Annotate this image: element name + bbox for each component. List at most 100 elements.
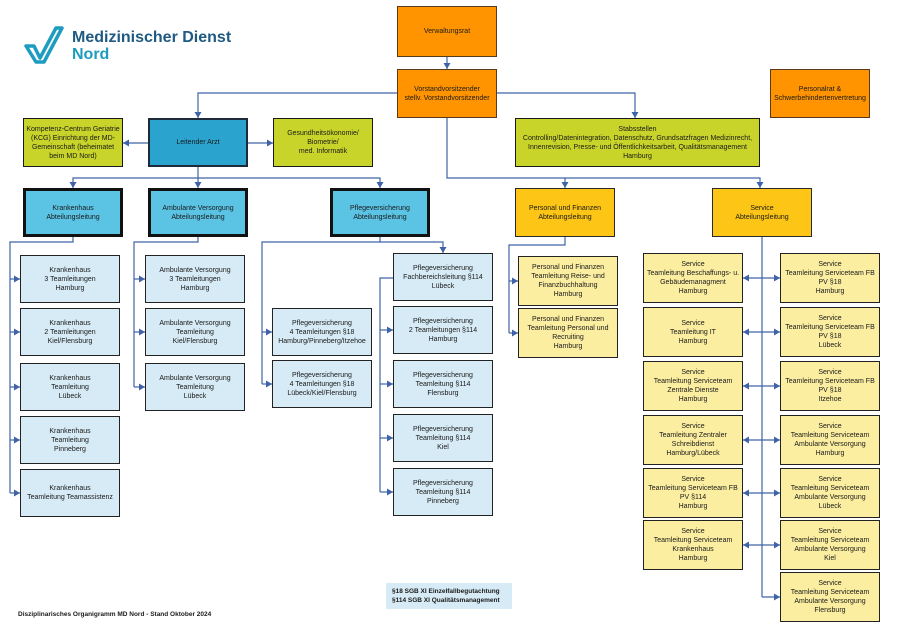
pflege-team-right-box-line: Pflegeversicherung (413, 371, 473, 379)
pflege-team-left-box-line: Hamburg/Pinneberg/Itzehoe (278, 337, 366, 345)
service-team-right-box-line: Ambulante Versorgung (794, 546, 866, 553)
legend: §18 SGB XI Einzelfallbegutachtung §114 S… (386, 583, 512, 609)
service-team-left-box-line: Service (681, 423, 705, 430)
kcg-box-line: beim MD Nord) (49, 152, 97, 160)
connector-pflege (198, 177, 381, 188)
service-team-left-box-line: Service (681, 476, 705, 483)
connector-pflege-fbl (380, 241, 444, 253)
krankenhaus-head-line: Krankenhaus (52, 204, 94, 212)
ambulant-team-box-line: Kiel/Flensburg (172, 337, 218, 345)
service-team-left-box-line: Hamburg (678, 288, 708, 295)
krankenhaus-team-box-line: 2 Teamleitungen (44, 328, 96, 336)
leitender-arzt-box-line: Leitender Arzt (176, 139, 220, 146)
pflege-team-right-box-line: Pflegeversicherung (413, 264, 473, 272)
pflege-head-line: Abteilungsleitung (353, 213, 407, 221)
personal-team-box-line: Hamburg (553, 343, 583, 350)
krankenhaus-team-box-line: Krankenhaus (49, 374, 91, 382)
service-team-right-box-line: Ambulante Versorgung (794, 441, 866, 448)
ambulant-team-box-line: Ambulante Versorgung (159, 266, 231, 274)
service-team-left-box-line: Teamleitung Serviceteam FB (648, 485, 738, 492)
service-team-right-box-line: Teamleitung Serviceteam FB (785, 270, 875, 277)
stabsstellen-box-line: Stabsstellen (618, 125, 657, 133)
service-team-left-box-line: Teamleitung Serviceteam (653, 378, 733, 385)
pflege-team-right-box-line: Fachbereichsleitung §114 (403, 273, 483, 281)
service-team-left-box-line: Hamburg (678, 337, 708, 345)
personalrat-box: Personalrat &Schwerbehindertenvertretung (770, 69, 870, 118)
service-team-left-box-line: Teamleitung Zentraler (659, 432, 727, 439)
service-team-left-box-line: Service (681, 261, 705, 268)
personal-team-box-line: Recruiting (552, 334, 584, 341)
pflege-team-right-box-line: Teamleitung §114 (415, 488, 471, 496)
service-team-right-box-line: Hamburg (815, 288, 845, 295)
service-head-line: Abteilungsleitung (735, 213, 789, 221)
ambulant-team-box-line: Ambulante Versorgung (159, 374, 231, 382)
arrow-head-icon (123, 139, 129, 147)
krankenhaus-team-box-line: Kiel/Flensburg (47, 337, 93, 345)
pflege-head-line: Pflegeversicherung (350, 204, 410, 212)
krankenhaus-team-box-line: Hamburg (55, 284, 85, 292)
service-team-right-box-line: Service (818, 580, 842, 587)
kcg-box: Kompetenz-Centrum Geriatrie(KCG) Einrich… (23, 118, 123, 167)
pflege-team-left-box-line: Lübeck/Kiel/Flensburg (287, 389, 357, 397)
personal-team-box-line: Teamleitung Reise- und (531, 273, 605, 280)
service-team-left-box-line: Gebäudemanagment (660, 279, 726, 286)
personal-team-box-line: Finanzbuchhaltung (538, 282, 598, 289)
pflege-team-right-box-line: Lübeck (431, 282, 455, 290)
pflege-team-left-box-line: 4 Teamleitungen §18 (289, 380, 355, 388)
service-team-left-box-line: Service (681, 319, 705, 327)
service-team-right-box-line: Lübeck (818, 503, 842, 510)
pflege-team-right-box-line: Hamburg (428, 335, 458, 343)
verwaltungsrat-box-line: Verwaltungsrat (423, 28, 471, 35)
gesundheit-box-line: med. Informatik (298, 148, 348, 155)
ambulant-team-box-line: Lübeck (183, 392, 207, 400)
ambulant-team-box-line: Ambulante Versorgung (159, 319, 231, 327)
logo-subtitle: Nord (72, 46, 110, 63)
krankenhaus-team-box-line: Teamleitung (51, 383, 89, 391)
personal-team-box-line: Personal und Finanzen (532, 316, 604, 323)
pflege-team-right-box-line: Kiel (437, 443, 449, 451)
service-team-left-box-line: Teamleitung Beschaffungs- u. (646, 270, 740, 277)
pflege-team-right-box-line: Teamleitung §114 (415, 434, 471, 442)
pflege-team-right-box-line: Flensburg (427, 389, 459, 397)
service-team-left-box-line: Zentrale Dienste (667, 387, 719, 394)
krankenhaus-team-box-line: 3 Teamleitungen (44, 275, 96, 283)
stabsstellen-box-line: Innenrevision, Presse- und Öffentlichkei… (528, 143, 747, 151)
stabsstellen-box-line: Controlling/Datenintegration, Datenschut… (522, 134, 753, 142)
service-team-right-box-line: Kiel (824, 555, 836, 562)
ambulant-team-box-line: Teamleitung (176, 328, 214, 336)
checkmark-logo-icon (24, 26, 64, 64)
connector-krankenhaus (72, 167, 199, 188)
service-team-left-box-line: Hamburg/Lübeck (666, 450, 720, 457)
leitender-arzt-box: Leitender Arzt (148, 118, 248, 167)
legend-item: §18 SGB XI Einzelfallbegutachtung (392, 588, 500, 595)
service-team-right-box-line: Itzehoe (818, 396, 842, 403)
connector-leitender-arzt (197, 92, 397, 118)
pflege-team-left-box-line: 4 Teamleitungen §18 (289, 328, 355, 336)
ambulant-head-line: Abteilungsleitung (171, 213, 225, 221)
service-team-right-box-line: Teamleitung Serviceteam (790, 589, 870, 596)
stabsstellen-box-line: Hamburg (623, 152, 652, 160)
arrow-head-icon (743, 274, 749, 282)
krankenhaus-team-box-line: Lübeck (58, 392, 82, 400)
